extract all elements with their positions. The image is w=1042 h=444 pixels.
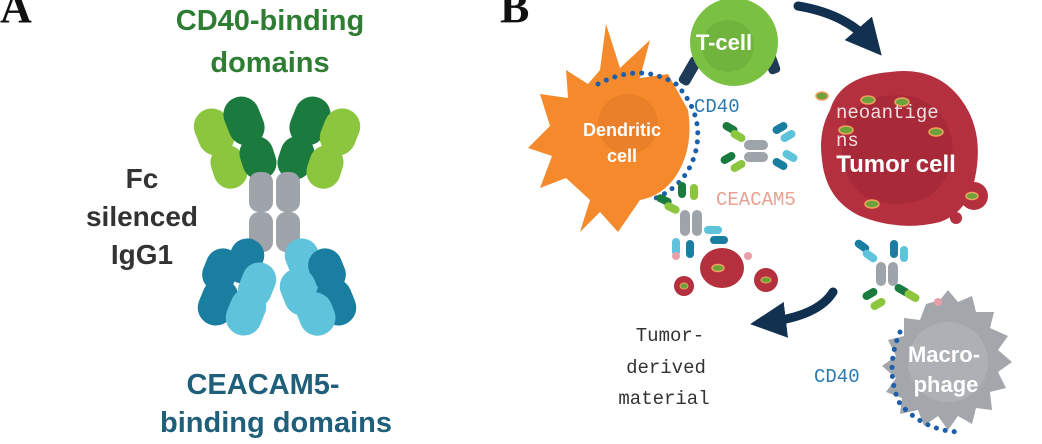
panel-a: A CD40-binding domains Fc silenced IgG1 xyxy=(0,0,392,439)
arrow-icon-tcell-to-tumor xyxy=(793,1,882,56)
panel-a-label: A xyxy=(0,0,32,32)
cd40-upper-label: CD40 xyxy=(694,96,740,118)
ceacam5-label: CEACAM5 xyxy=(716,189,796,211)
tumor-derived-label-line3: material xyxy=(618,388,709,410)
fc-title-line1: Fc xyxy=(126,163,159,194)
t-cell-icon xyxy=(678,0,781,86)
dendritic-cell-label-line1: Dendritic xyxy=(583,120,661,140)
fc-title-line2: silenced xyxy=(86,201,198,232)
cd40-lower-label: CD40 xyxy=(814,366,860,388)
arrow-icon-tumor-to-material xyxy=(750,287,838,338)
bispecific-antibody-icon xyxy=(193,96,361,336)
t-cell-label: T-cell xyxy=(696,30,752,55)
fc-title-line3: IgG1 xyxy=(111,239,173,270)
macrophage-icon xyxy=(882,290,1012,435)
cd40-binding-title-line2: domains xyxy=(210,47,329,79)
panel-b-label: B xyxy=(500,0,529,32)
tumor-derived-label-line2: derived xyxy=(626,357,706,379)
panel-b: B neoantige ns Tumor cell Dendritic xyxy=(500,0,1012,435)
macrophage-label-line1: Macro- xyxy=(908,342,980,367)
ceacam5-binding-title-line1: CEACAM5- xyxy=(186,369,339,401)
neoantigens-label-line1: neoantige xyxy=(836,102,939,124)
tumor-derived-label-line1: Tumor- xyxy=(636,325,704,347)
bispecific-antibody-icon-small-2 xyxy=(656,182,728,258)
macrophage-label-line2: phage xyxy=(914,372,979,397)
dendritic-cell-icon xyxy=(528,24,701,232)
tumor-fragment-icons xyxy=(672,248,778,296)
dendritic-cell-label-line2: cell xyxy=(607,146,637,166)
bispecific-antibody-icon-small-3 xyxy=(854,239,920,310)
tumor-cell-label: Tumor cell xyxy=(836,151,956,178)
ceacam5-binding-title-line2: binding domains xyxy=(160,407,392,439)
neoantigens-label-line2: ns xyxy=(836,130,859,152)
cd40-binding-title-line1: CD40-binding xyxy=(176,5,365,37)
bispecific-antibody-icon-small-1 xyxy=(720,122,798,173)
tumor-cell-icon xyxy=(815,71,988,226)
